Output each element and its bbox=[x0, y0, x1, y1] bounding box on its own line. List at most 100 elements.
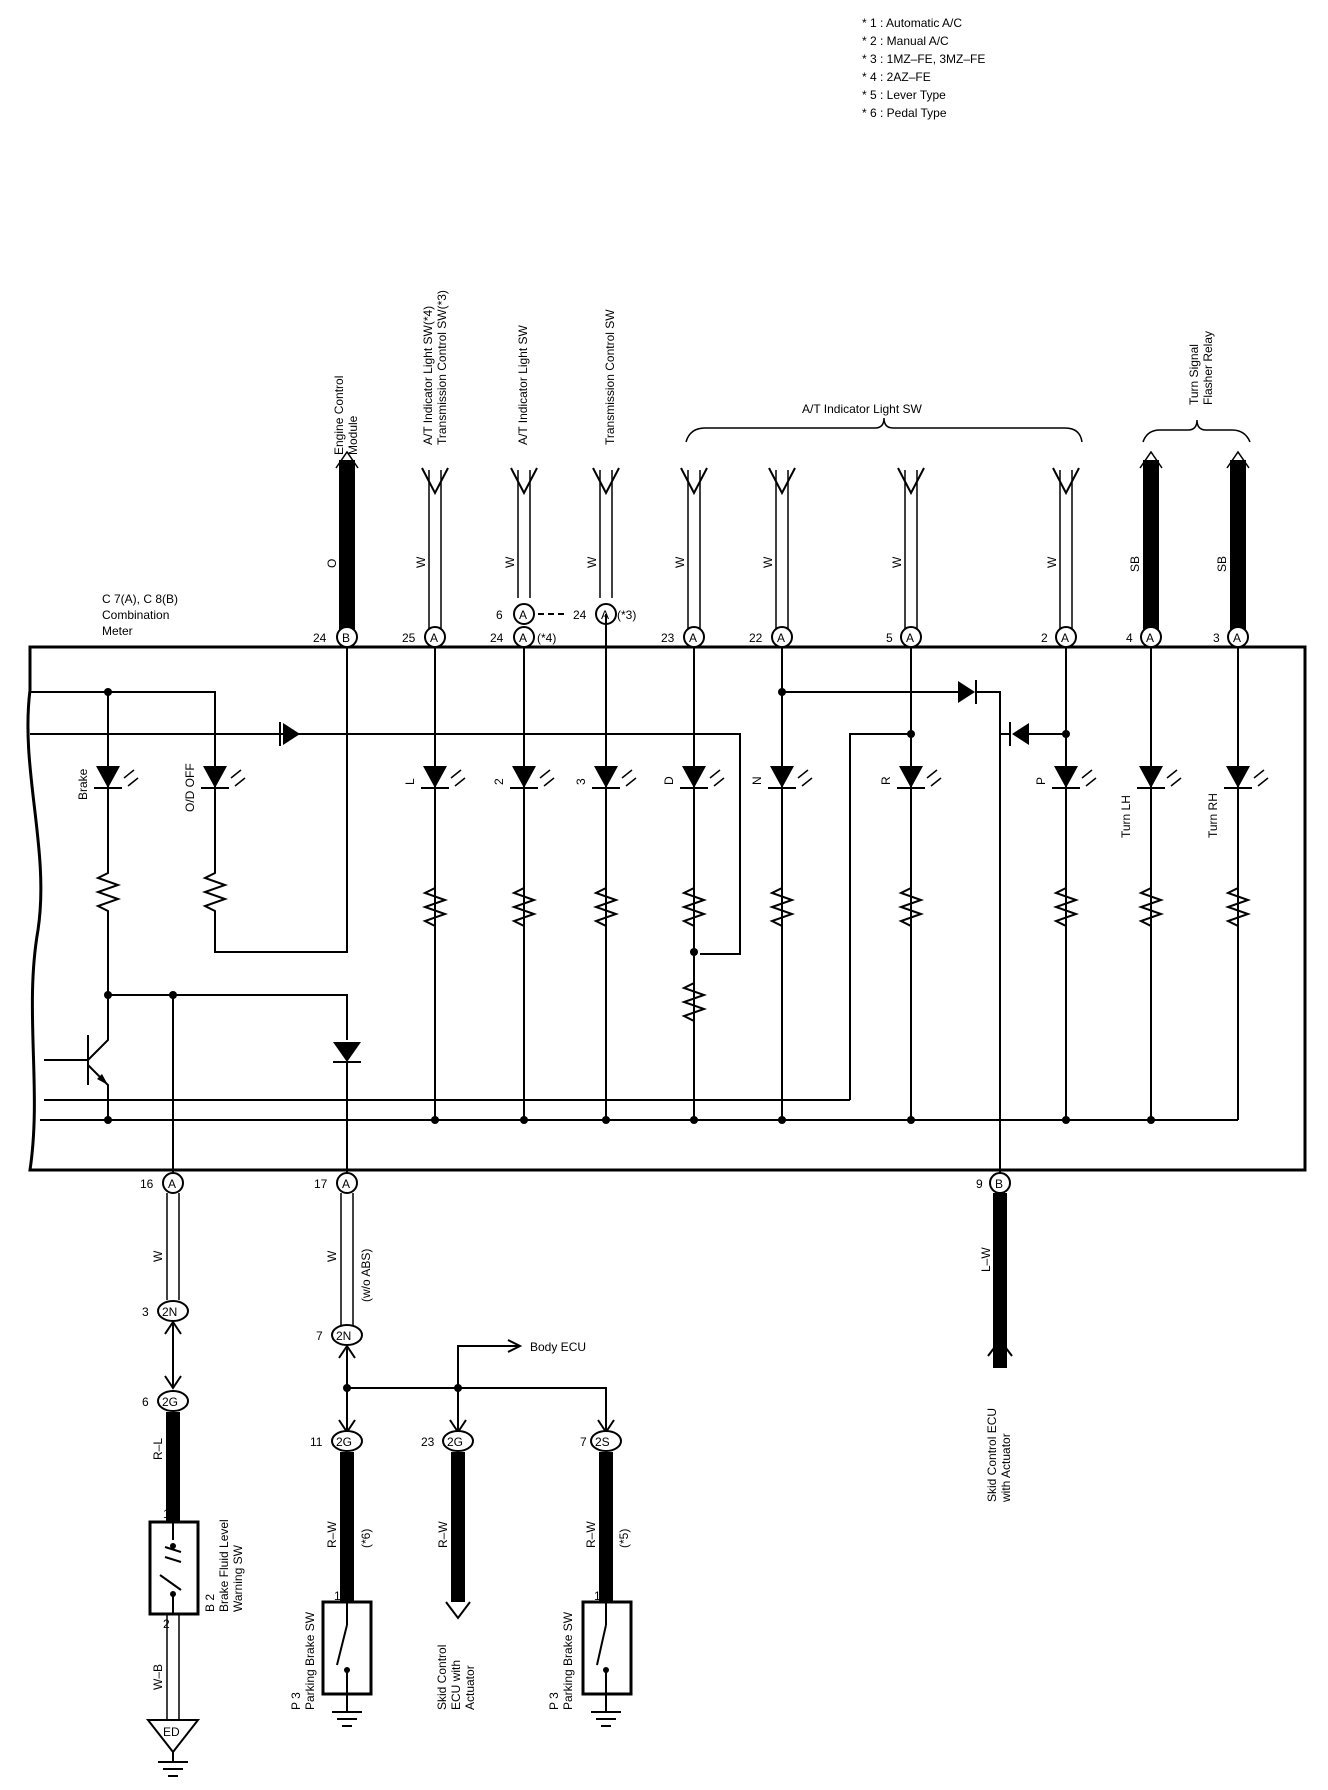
bottom-wiring: W 3 2N 6 2G R–L 1 B 2 Brake Fluid Level … bbox=[142, 1193, 1013, 1777]
label-atsw: A/T Indicator Light SW bbox=[516, 324, 530, 445]
wire-6 bbox=[517, 470, 531, 598]
color-w-25: W bbox=[414, 556, 428, 568]
note-5: * 5 : Lever Type bbox=[862, 88, 946, 102]
meter-bottom-connectors: 16 A 17 A 9 B bbox=[140, 1172, 1011, 1194]
wire-22 bbox=[775, 470, 789, 633]
note-2: * 2 : Manual A/C bbox=[862, 34, 949, 48]
lamp-labels: Brake O/D OFF L 2 3 D N R P Turn LH Turn… bbox=[76, 763, 1220, 838]
label-skidb-3: Actuator bbox=[463, 1665, 477, 1710]
pin-1-p3b: 1 bbox=[594, 1589, 601, 1603]
label-b2: B 2 bbox=[203, 1594, 217, 1612]
label-skidb-2: ECU with bbox=[449, 1660, 463, 1710]
led-p bbox=[1054, 766, 1078, 788]
lamp-label-2: 2 bbox=[492, 778, 506, 785]
pin-6-2g: 6 bbox=[142, 1395, 149, 1409]
notes-legend: * 1 : Automatic A/C * 2 : Manual A/C * 3… bbox=[862, 16, 985, 120]
top-wires bbox=[335, 450, 1250, 635]
conn-24b-letter: B bbox=[342, 631, 350, 645]
pin-3: 3 bbox=[1213, 631, 1220, 645]
conn-2g-23 bbox=[442, 1430, 474, 1452]
note-6: * 6 : Pedal Type bbox=[862, 106, 947, 120]
conn-6a-letter: A bbox=[519, 608, 527, 622]
conn-16a bbox=[162, 1172, 184, 1194]
top-wire-colors: O W W W W W W W SB SB bbox=[325, 556, 1229, 572]
color-wb: W–B bbox=[151, 1664, 165, 1690]
led-2 bbox=[512, 766, 536, 788]
pin-16: 16 bbox=[140, 1177, 154, 1191]
lamp-label-n: N bbox=[750, 776, 764, 785]
arrow-4 bbox=[1139, 450, 1163, 469]
pin-2: 2 bbox=[1041, 631, 1048, 645]
conn-9b-letter: B bbox=[995, 1177, 1003, 1191]
label-bfl-2: Warning SW bbox=[231, 1544, 245, 1612]
color-rw-7: R–W bbox=[584, 1521, 598, 1548]
arrow-5 bbox=[897, 467, 925, 496]
internal-circuit bbox=[30, 614, 1239, 1190]
led-od-off bbox=[203, 766, 227, 788]
wire-tc bbox=[599, 470, 613, 598]
conn-2s-7-label: 2S bbox=[595, 1435, 610, 1449]
arrow-22 bbox=[768, 467, 796, 496]
wire-4 bbox=[1143, 460, 1159, 635]
combination-meter-box bbox=[26, 645, 1307, 1172]
note-3: * 3 : 1MZ–FE, 3MZ–FE bbox=[862, 52, 985, 66]
color-w-16: W bbox=[151, 1250, 165, 1262]
color-w-tc: W bbox=[585, 556, 599, 568]
resistors bbox=[94, 860, 1252, 1029]
conn-23a-letter: A bbox=[689, 631, 697, 645]
pin-24a: 24 bbox=[490, 631, 504, 645]
lamp-label-3: 3 bbox=[574, 778, 588, 785]
conn-22a-letter: A bbox=[777, 631, 785, 645]
conn-17a-letter: A bbox=[342, 1177, 350, 1191]
pin-7-2n: 7 bbox=[316, 1329, 323, 1343]
pin-24b: 24 bbox=[313, 631, 327, 645]
wire-3 bbox=[1230, 460, 1246, 635]
note-woabs: (w/o ABS) bbox=[359, 1249, 373, 1302]
label-atsw4: A/T Indicator Light SW(*4) bbox=[421, 306, 435, 445]
color-sb-3: SB bbox=[1215, 556, 1229, 572]
meter-name-2: Meter bbox=[102, 624, 133, 638]
conn-2g-11 bbox=[331, 1430, 363, 1452]
brace-at-indicator bbox=[685, 417, 1083, 443]
conn-24a-letter: A bbox=[519, 631, 527, 645]
pin-17: 17 bbox=[314, 1177, 328, 1191]
lamp-label-p: P bbox=[1034, 777, 1048, 785]
pin-1-p3a: 1 bbox=[334, 1589, 341, 1603]
conn-3a-letter: A bbox=[1233, 631, 1241, 645]
arrow-23 bbox=[680, 467, 708, 496]
note-inline-3: (*3) bbox=[617, 608, 636, 622]
pin-4: 4 bbox=[1126, 631, 1133, 645]
label-ecm-2: Module bbox=[346, 415, 360, 455]
label-skid-2: with Actuator bbox=[999, 1433, 1013, 1503]
color-w-24: W bbox=[503, 556, 517, 568]
note-1: * 1 : Automatic A/C bbox=[862, 16, 962, 30]
color-w-22: W bbox=[761, 556, 775, 568]
conn-2g-6-label: 2G bbox=[162, 1395, 178, 1409]
label-turn-2: Flasher Relay bbox=[1201, 331, 1215, 405]
label-ecm-1: Engine Control bbox=[332, 376, 346, 455]
color-w-23: W bbox=[673, 556, 687, 568]
color-w-17: W bbox=[325, 1250, 339, 1262]
wire-2 bbox=[1059, 470, 1073, 633]
conn-25a-letter: A bbox=[430, 631, 438, 645]
conn-2s-7 bbox=[590, 1430, 622, 1452]
color-sb-4: SB bbox=[1128, 556, 1142, 572]
led-turn-lh bbox=[1139, 766, 1163, 788]
conn-17a bbox=[336, 1172, 358, 1194]
arrow-tc bbox=[592, 467, 620, 496]
note-inline-6: (*6) bbox=[359, 1529, 373, 1548]
conn-4a-letter: A bbox=[1146, 631, 1154, 645]
meter-top-connectors: 24 B 25 A 24 A (*4) 23 A 22 A 5 A 2 A 4 … bbox=[313, 626, 1249, 648]
label-body-ecu: Body ECU bbox=[530, 1340, 586, 1354]
top-labels: Engine Control Module A/T Indicator Ligh… bbox=[332, 290, 1215, 455]
color-rl: R–L bbox=[151, 1438, 165, 1460]
pin-25: 25 bbox=[402, 631, 416, 645]
color-o: O bbox=[325, 559, 339, 568]
lamp-label-l: L bbox=[403, 778, 417, 785]
arrow-6 bbox=[510, 467, 538, 496]
wire-25 bbox=[428, 470, 442, 633]
lamps bbox=[94, 766, 1269, 789]
wire-23 bbox=[687, 470, 701, 633]
wire-5 bbox=[904, 470, 918, 633]
pin-24-upper: 24 bbox=[573, 608, 587, 622]
